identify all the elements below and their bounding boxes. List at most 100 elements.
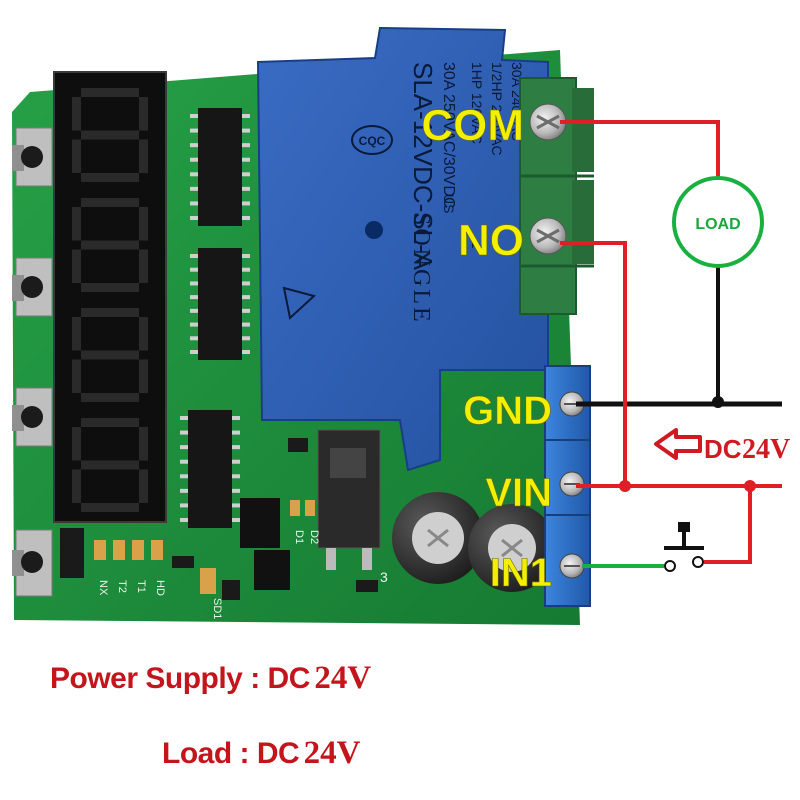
ic-pin bbox=[232, 459, 240, 464]
segment bbox=[72, 249, 81, 283]
wire-no-to-vin bbox=[560, 241, 627, 486]
silk-nx: NX bbox=[97, 580, 109, 596]
ic-pin bbox=[180, 518, 188, 522]
caption-supply-key: Power Supply : DC bbox=[50, 662, 310, 695]
ic-pin bbox=[190, 157, 198, 162]
segment bbox=[139, 427, 148, 461]
ic-pin bbox=[190, 216, 198, 220]
ic-pin bbox=[190, 114, 198, 118]
ic-pin bbox=[180, 474, 188, 479]
segment bbox=[81, 283, 139, 292]
label-com: COM bbox=[421, 101, 524, 150]
relay-rating-2: 1HP 120VAC bbox=[469, 62, 485, 144]
ic-pin bbox=[242, 267, 250, 272]
ic-pin bbox=[232, 503, 240, 508]
ic-pin bbox=[180, 430, 188, 435]
cqc-text: CQC bbox=[359, 134, 386, 148]
relay-pin-number: 1 bbox=[469, 242, 483, 249]
ic-pin bbox=[242, 157, 250, 162]
segment bbox=[81, 308, 139, 317]
button-1 bbox=[12, 127, 53, 187]
segment bbox=[72, 317, 81, 351]
silk-t1: T1 bbox=[135, 580, 147, 593]
ic-middle bbox=[190, 248, 250, 360]
segment bbox=[81, 88, 139, 97]
ic-pin bbox=[232, 445, 240, 450]
ic-pin bbox=[242, 336, 250, 341]
relay-dot bbox=[365, 221, 383, 239]
segment bbox=[72, 97, 81, 131]
capacitor-2 bbox=[468, 504, 556, 592]
caption-load-key: Load : DC bbox=[162, 737, 300, 770]
ic-pin bbox=[242, 201, 250, 206]
segment bbox=[81, 173, 139, 182]
display-digits bbox=[72, 88, 148, 512]
caption-supply-value: 24V bbox=[314, 660, 372, 696]
ic-pin bbox=[242, 254, 250, 258]
warning-triangle-icon bbox=[282, 286, 317, 320]
screw-com-icon bbox=[529, 103, 567, 141]
segment bbox=[81, 240, 139, 250]
ic-pin bbox=[242, 281, 250, 286]
segment bbox=[81, 198, 139, 207]
caption-load: Load : DC 24V bbox=[162, 735, 360, 772]
ic-pin bbox=[242, 308, 250, 313]
relay-brand: SONGLE bbox=[408, 212, 434, 325]
label-in1: IN1 bbox=[490, 551, 552, 595]
ic-pin bbox=[242, 114, 250, 118]
ic-pin bbox=[180, 445, 188, 450]
segment bbox=[72, 469, 81, 503]
voltage-regulator bbox=[317, 429, 381, 570]
push-buttons bbox=[12, 127, 53, 597]
segment bbox=[139, 249, 148, 283]
caption-load-value: 24V bbox=[303, 735, 361, 771]
ic-pin bbox=[242, 322, 250, 327]
screw-vin-icon bbox=[559, 471, 585, 497]
wiring bbox=[560, 120, 782, 568]
ic-pin bbox=[232, 488, 240, 493]
ic-pin bbox=[242, 172, 250, 177]
ic-pin bbox=[190, 322, 198, 327]
dc-prefix: DC bbox=[704, 434, 742, 464]
seven-segment-display bbox=[53, 71, 167, 523]
junction-vin-left bbox=[619, 480, 631, 492]
relay-print: SLA-12VDC-SL-A 30A 250VAC/30VDC 1HP 120V… bbox=[408, 62, 525, 325]
ic-pin bbox=[190, 201, 198, 206]
segment bbox=[72, 139, 81, 173]
button-2 bbox=[12, 257, 53, 317]
ic-pin bbox=[180, 459, 188, 464]
ic-pin bbox=[242, 350, 250, 354]
ic-pin bbox=[190, 267, 198, 272]
ic-pin bbox=[190, 128, 198, 133]
ic-pin bbox=[190, 295, 198, 300]
ic-pin bbox=[190, 336, 198, 341]
ic-bottom bbox=[180, 410, 240, 528]
ic-pin bbox=[190, 254, 198, 258]
ic-pin bbox=[232, 474, 240, 479]
relay-model: SLA-12VDC-SL-A bbox=[408, 62, 438, 271]
pcb-silkscreen: NX T2 T1 HD D1 D2 SD1 3 bbox=[97, 530, 388, 619]
segment bbox=[139, 469, 148, 503]
wire-com-to-load bbox=[560, 120, 720, 178]
capacitor-1 bbox=[392, 492, 484, 584]
relay-rating-3: 1/2HP 240VAC bbox=[489, 62, 505, 156]
caption-power-supply: Power Supply : DC 24V bbox=[50, 660, 371, 697]
segment bbox=[81, 350, 139, 360]
ic-pin bbox=[180, 416, 188, 420]
ic-pin bbox=[232, 416, 240, 420]
segment bbox=[81, 393, 139, 402]
ic-top bbox=[190, 108, 250, 226]
silk-c3: 3 bbox=[380, 569, 388, 585]
label-gnd: GND bbox=[463, 389, 552, 433]
segment bbox=[81, 460, 139, 470]
silk-d2: D2 bbox=[308, 530, 320, 544]
ic-pin bbox=[190, 281, 198, 286]
segment bbox=[139, 207, 148, 241]
silk-sd1: SD1 bbox=[211, 598, 223, 619]
segment bbox=[81, 418, 139, 427]
ic-pin bbox=[180, 503, 188, 508]
ic-pin bbox=[180, 488, 188, 493]
left-arrow-icon bbox=[654, 428, 702, 460]
ic-pin bbox=[242, 186, 250, 191]
